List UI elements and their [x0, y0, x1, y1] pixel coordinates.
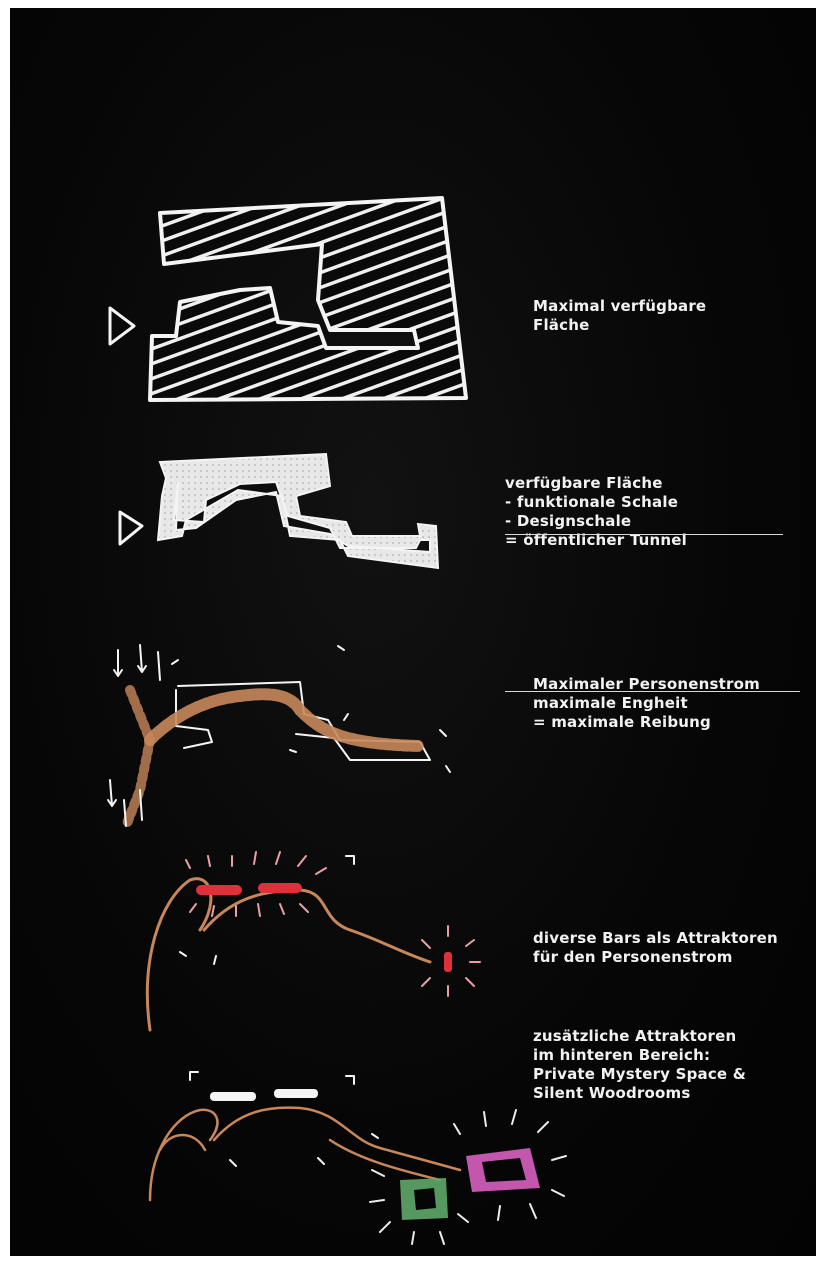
caption-available-area: verfügbare Fläche- funktionale Schale- D… — [505, 474, 687, 550]
hatched-area — [150, 198, 466, 400]
bar-white-left — [210, 1092, 256, 1101]
bar-small — [444, 952, 452, 972]
woodroom-icon — [400, 1178, 448, 1220]
diagram-additional-attractors — [150, 1072, 566, 1244]
bar-left — [196, 885, 242, 895]
flow-inflow — [126, 690, 150, 826]
attraction-rays — [186, 852, 480, 996]
mystery-space-icon — [466, 1148, 540, 1192]
bar-right — [258, 883, 302, 893]
entrance-triangle-icon — [110, 308, 134, 344]
bar-white-right — [274, 1089, 318, 1098]
flow-band — [150, 694, 420, 746]
divider-line-1 — [505, 534, 783, 535]
diagram-personenstrom — [108, 645, 450, 826]
diagram-maximal-area — [110, 198, 466, 400]
flow-line — [147, 879, 430, 1030]
entrance-triangle-icon-2 — [120, 512, 142, 544]
shell-outline — [158, 454, 438, 568]
diagram-available-area — [120, 454, 438, 568]
diagram-bars — [147, 852, 480, 1030]
